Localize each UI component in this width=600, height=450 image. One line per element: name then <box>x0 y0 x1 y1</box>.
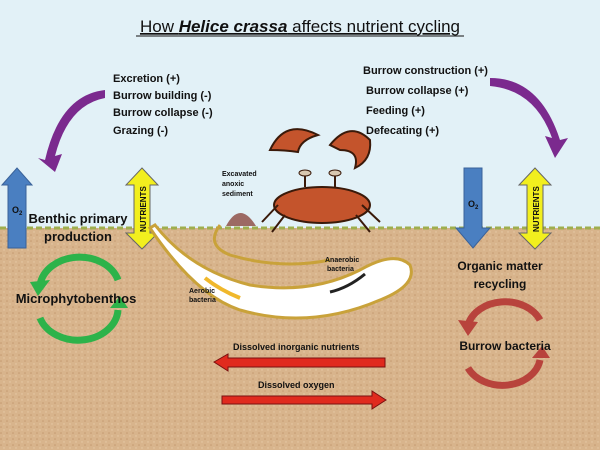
dissolved-oxygen-label: Dissolved oxygen <box>258 380 335 390</box>
anaerobic-label-2: bacteria <box>327 266 354 273</box>
burrow-inner-wall <box>212 224 331 266</box>
purple-curved-arrow-right <box>490 78 568 158</box>
right-effects-list: Burrow construction (+) Burrow collapse … <box>363 65 488 137</box>
red-cycle-bottom-arrow <box>464 359 544 389</box>
o2-up-arrow <box>0 167 34 249</box>
aerobic-label: Aerobic <box>189 288 215 295</box>
svg-text:Defecating (+): Defecating (+) <box>366 125 439 137</box>
microphytobenthos-label: Microphytobenthos <box>16 291 137 306</box>
organic-matter-label: Organic matter <box>457 259 543 273</box>
green-arrowhead <box>110 296 128 308</box>
page-title: How Helice crassa affects nutrient cycli… <box>140 17 460 36</box>
left-effects-list: Excretion (+) Burrow building (-) Burrow… <box>113 73 213 137</box>
svg-text:Burrow collapse (+): Burrow collapse (+) <box>366 85 469 97</box>
excavated-label-3: sediment <box>222 191 253 198</box>
svg-text:Excretion (+): Excretion (+) <box>113 73 180 85</box>
o2-down-arrow <box>454 167 492 249</box>
purple-curved-arrow-left <box>38 90 105 172</box>
dissolved-inorganic-label: Dissolved inorganic nutrients <box>233 342 360 352</box>
green-arrowhead <box>30 280 50 296</box>
excavated-label: Excavated <box>222 171 257 178</box>
organic-matter-label-2: recycling <box>474 277 527 291</box>
anaerobic-label: Anaerobic <box>325 257 359 264</box>
green-cycle-top-arrow <box>36 253 122 286</box>
nutrients-label-left: NUTRIENTS <box>139 186 148 232</box>
burrow-bacteria-label: Burrow bacteria <box>459 339 551 353</box>
svg-text:Burrow building (-): Burrow building (-) <box>113 90 212 102</box>
crab-illustration <box>261 128 381 233</box>
o2-label-left: O2 <box>12 205 23 217</box>
red-cycle-top-arrow <box>464 298 544 327</box>
red-arrowhead <box>458 320 478 336</box>
svg-text:Grazing (-): Grazing (-) <box>113 125 168 137</box>
svg-text:Burrow collapse (-): Burrow collapse (-) <box>113 107 213 119</box>
nutrients-double-arrow-right <box>517 167 553 250</box>
red-arrowhead <box>532 346 550 358</box>
aerobic-bacteria-band <box>203 276 241 300</box>
excavated-label-2: anoxic <box>222 181 244 188</box>
benthic-label-2: production <box>44 229 112 244</box>
excavated-sediment-pile <box>226 213 256 226</box>
svg-text:Burrow construction (+): Burrow construction (+) <box>363 65 488 77</box>
green-cycle-bottom-arrow <box>36 309 122 344</box>
inorganic-nutrients-left-arrow <box>213 353 386 372</box>
benthic-label: Benthic primary <box>29 211 129 226</box>
burrow <box>147 223 413 320</box>
svg-text:Feeding (+): Feeding (+) <box>366 105 425 117</box>
nutrients-label-right: NUTRIENTS <box>532 186 541 232</box>
dissolved-oxygen-right-arrow <box>221 390 387 410</box>
anaerobic-bacteria-band <box>329 272 366 294</box>
aerobic-label-2: bacteria <box>189 297 216 304</box>
o2-label-right: O2 <box>468 199 479 211</box>
